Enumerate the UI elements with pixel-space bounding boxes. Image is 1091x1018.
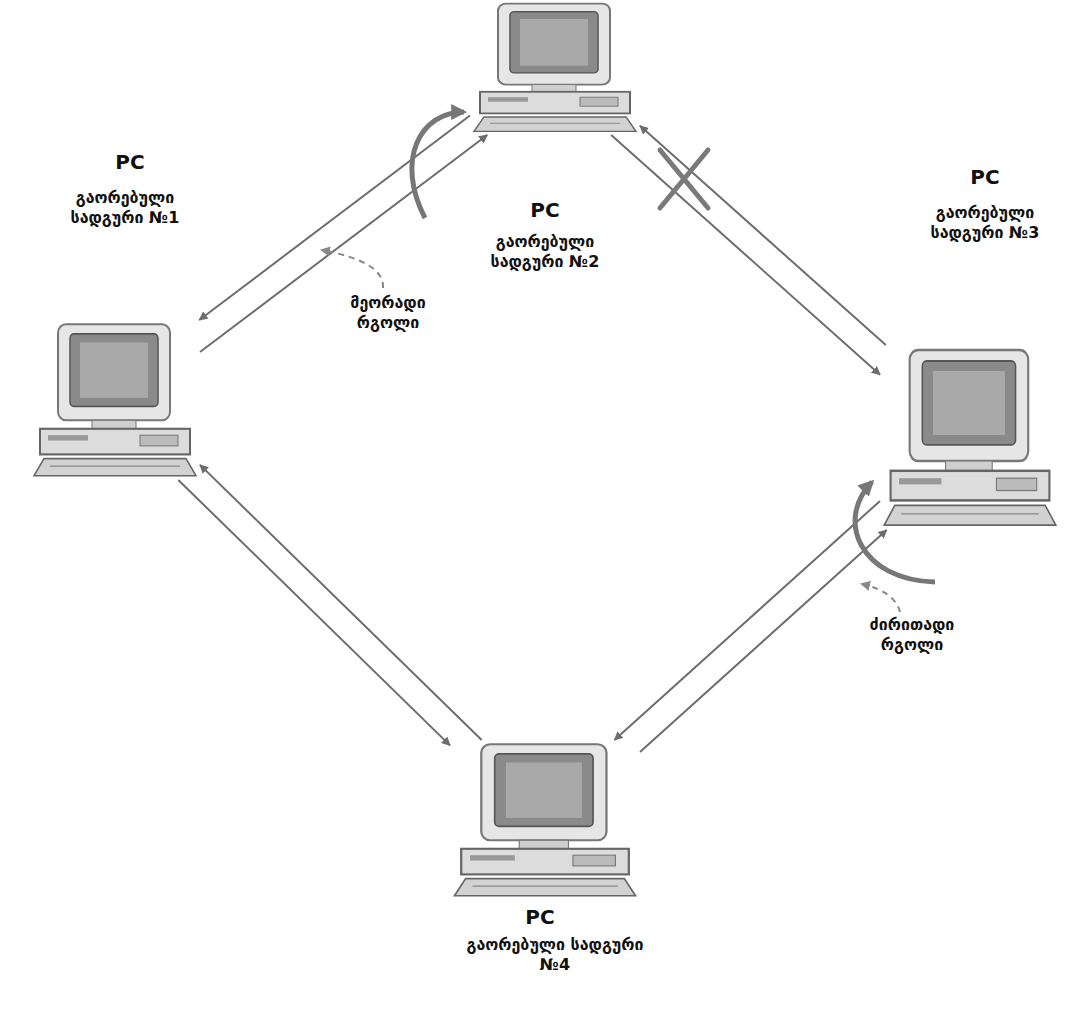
station-heading: PC	[950, 165, 1020, 190]
ring-label: ძირითადი რგოლი	[845, 614, 979, 656]
station-label: გაორებული სადგური №3	[915, 203, 1055, 243]
station-node: PCგაორებული სადგური №3	[880, 345, 1060, 530]
wrap-loop-arrow	[412, 112, 464, 218]
station-label: გაორებული სადგური №1	[60, 188, 190, 228]
leader-arrow	[862, 584, 900, 612]
computer-icon	[470, 0, 640, 135]
break-mark	[660, 150, 708, 208]
ring-label: მეორადი რგოლი	[330, 292, 446, 334]
station-label: გაორებული სადგური №2	[478, 232, 612, 272]
ring-link	[640, 126, 886, 345]
station-heading: PC	[510, 198, 580, 223]
station-heading: PC	[505, 905, 575, 930]
ring-link	[200, 465, 482, 740]
computer-icon	[880, 345, 1060, 530]
station-node: PCგაორებული სადგური №4	[450, 740, 640, 900]
station-node: PCგაორებული სადგური №1	[30, 320, 200, 480]
station-label: გაორებული სადგური №4	[455, 935, 655, 975]
computer-icon	[450, 740, 640, 900]
station-node: PCგაორებული სადგური №2	[470, 0, 640, 135]
ring-link	[200, 135, 487, 352]
ring-link	[614, 501, 880, 740]
station-heading: PC	[95, 150, 165, 175]
ring-link	[178, 480, 450, 745]
ring-link	[611, 135, 880, 375]
leader-arrow	[322, 250, 383, 288]
ring-link	[199, 115, 470, 320]
computer-icon	[30, 320, 200, 480]
